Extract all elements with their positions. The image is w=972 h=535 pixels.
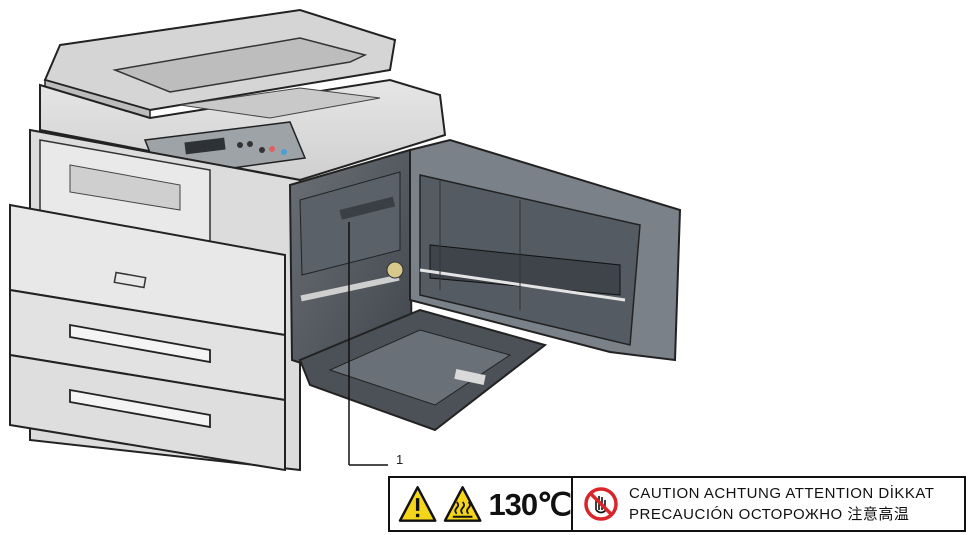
- bypass-tray[interactable]: [298, 308, 548, 432]
- caution-text-area: CAUTION ACHTUNG ATTENTION DİKKAT PRECAUC…: [573, 478, 964, 530]
- hot-surface-icon: [443, 486, 482, 522]
- paper-tray-2[interactable]: [9, 353, 286, 472]
- callout-leader-1: [348, 222, 388, 466]
- temperature-value: 130℃: [488, 486, 572, 522]
- no-touch-icon: [584, 487, 618, 521]
- warning-symbols: 130℃: [390, 478, 573, 530]
- callout-number-1: 1: [396, 452, 404, 467]
- caution-line-1: CAUTION ACHTUNG ATTENTION DİKKAT: [629, 485, 935, 502]
- caution-line-2: PRECAUCIÓN ОСТОРОЖНО 注意高温: [629, 506, 910, 523]
- heat-warning-label: 130℃ CAUTION ACHTUNG ATTENTION DİKKAT PR…: [388, 476, 966, 532]
- warning-triangle-icon: [398, 486, 437, 522]
- right-cover-open[interactable]: [409, 138, 682, 362]
